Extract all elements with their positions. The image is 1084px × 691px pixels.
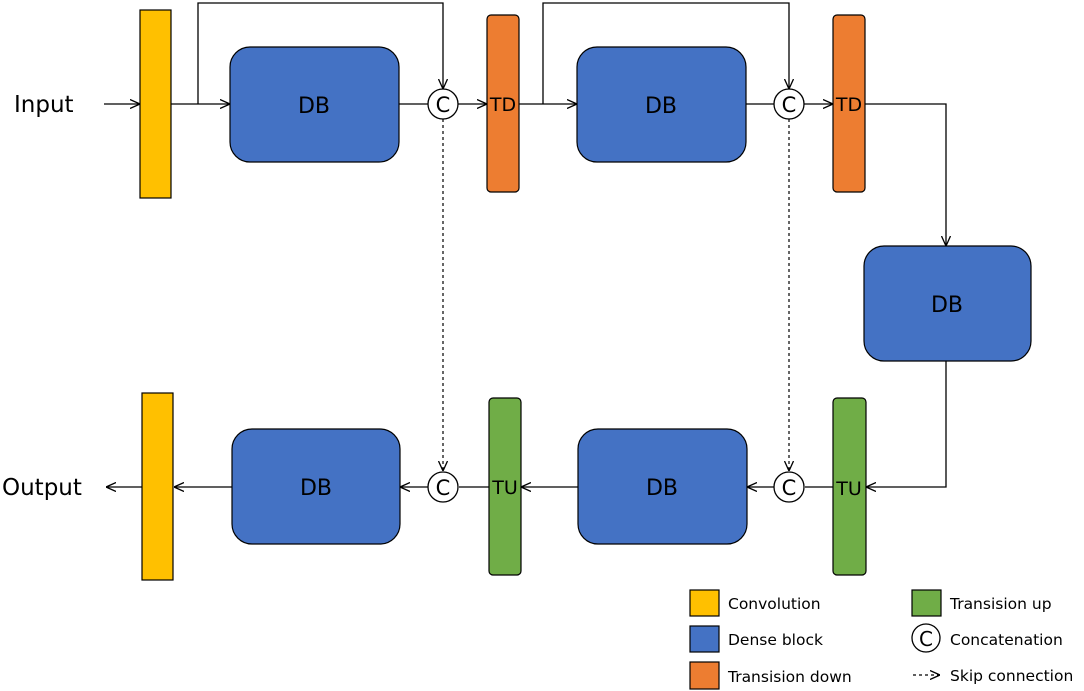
bottleneck-to-tu1-arrow — [866, 361, 947, 487]
concat-node-top-1: C — [427, 88, 459, 120]
dense-block-label: DB — [931, 293, 963, 318]
transition-up-label: TU — [491, 477, 518, 499]
legend-item-concatenation: C Concatenation — [911, 623, 1063, 653]
legend-item-dense-block: Dense block — [689, 625, 823, 653]
legend-swatch-transition-down — [689, 661, 720, 690]
transition-up-2: TU — [488, 397, 522, 576]
transition-down-2: TD — [832, 14, 866, 193]
dense-block-label: DB — [645, 94, 677, 119]
dense-block-label: DB — [300, 476, 332, 501]
legend-concat-symbol: C — [919, 627, 933, 651]
dense-block-bottleneck: DB — [863, 245, 1032, 362]
legend-swatch-convolution — [689, 589, 720, 617]
output-label: Output — [2, 475, 82, 501]
concat-node-top-2: C — [773, 88, 805, 120]
concat-symbol: C — [782, 93, 797, 117]
td2-to-bottleneck-arrow — [865, 103, 946, 246]
dense-block-1: DB — [229, 46, 400, 163]
concat-symbol: C — [782, 476, 797, 500]
legend-item-skip-connection: Skip connection — [913, 667, 1073, 685]
convolution-block-bottom — [141, 392, 174, 581]
legend-swatch-dense-block — [689, 625, 720, 653]
dense-block-2: DB — [576, 46, 747, 163]
concat-node-bottom-1: C — [427, 471, 459, 503]
legend-label-concatenation: Concatenation — [950, 631, 1063, 649]
concat-symbol: C — [436, 93, 451, 117]
legend-label-dense-block: Dense block — [728, 631, 823, 649]
legend-swatch-transition-up — [911, 589, 942, 617]
connectors — [104, 2, 947, 487]
transition-down-label: TD — [489, 94, 516, 116]
concat-symbol: C — [436, 476, 451, 500]
skip-bypass-1 — [197, 2, 443, 104]
dense-block-label: DB — [298, 94, 330, 119]
legend-label-transition-up: Transision up — [949, 595, 1052, 613]
legend-label-transition-down: Transision down — [727, 668, 852, 686]
legend-item-transition-down: Transision down — [689, 661, 852, 690]
convolution-block-top — [139, 9, 172, 199]
transition-down-1: TD — [486, 14, 520, 193]
legend-item-convolution: Convolution — [689, 589, 821, 617]
transition-down-label: TD — [835, 94, 862, 116]
concat-node-bottom-2: C — [773, 471, 805, 503]
dense-block-label: DB — [646, 476, 678, 501]
dense-block-4: DB — [577, 428, 748, 545]
legend: Convolution Dense block Transision down … — [689, 589, 1073, 690]
transition-up-label: TU — [835, 478, 862, 500]
legend-concat-circle — [911, 623, 941, 653]
input-label: Input — [14, 92, 74, 118]
legend-label-convolution: Convolution — [728, 595, 821, 613]
legend-label-skip-connection: Skip connection — [950, 667, 1073, 685]
legend-item-transition-up: Transision up — [911, 589, 1052, 617]
dense-block-5: DB — [231, 428, 401, 545]
skip-bypass-2 — [542, 2, 789, 104]
transition-up-1: TU — [832, 397, 867, 576]
